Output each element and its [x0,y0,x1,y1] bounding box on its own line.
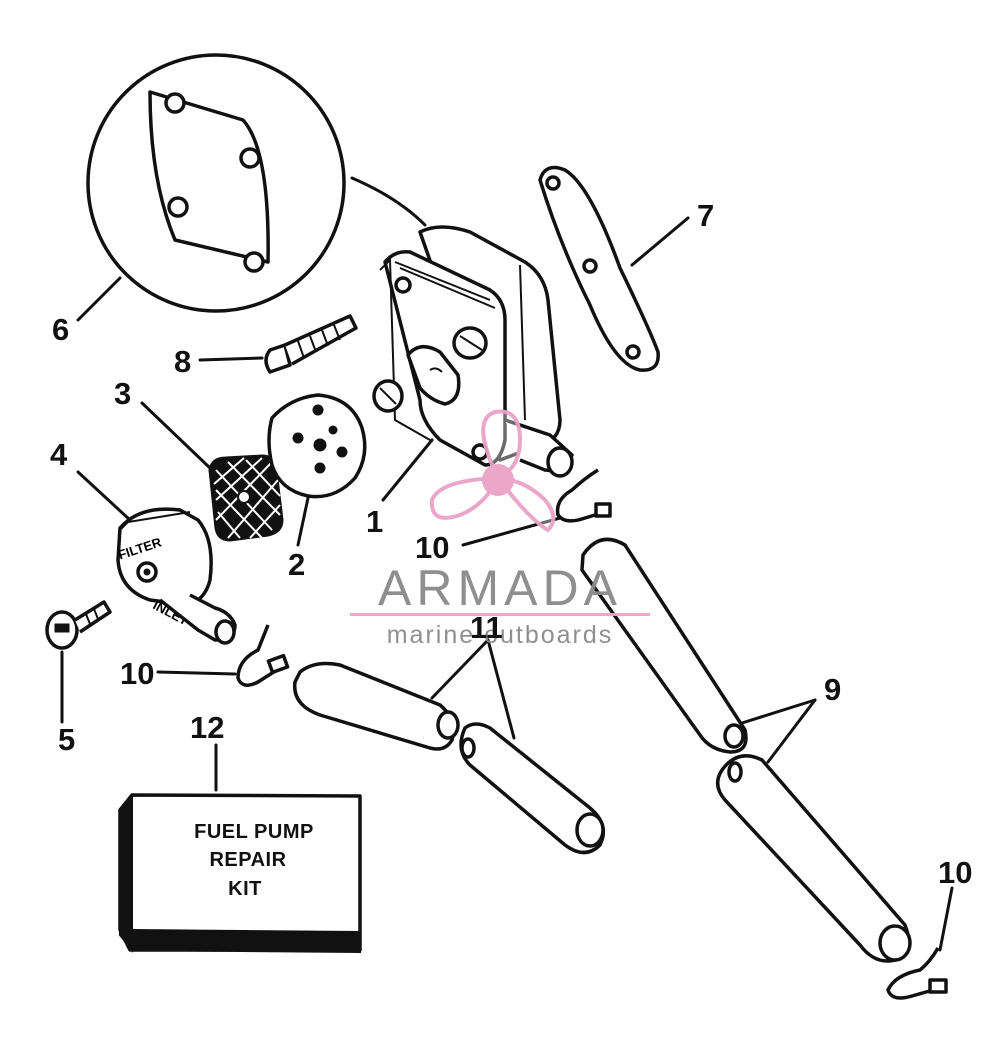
watermark-brand: ARMADA [378,560,622,616]
hose-short-part-11-a [292,661,460,751]
callout-8: 8 [174,344,191,379]
callout-10-lower: 10 [938,855,972,890]
kit-label-line3: KIT [228,878,262,900]
callout-11: 11 [470,610,503,645]
callout-9: 9 [824,672,841,707]
callout-numbers: 6 8 3 4 2 1 7 5 10 10 10 12 11 9 [50,198,972,890]
hose-clamp-part-10-lower [886,947,948,1000]
propeller-logo-icon [429,409,556,533]
screw-part-8 [264,314,358,374]
fuel-pump-body-part-1 [372,225,574,478]
gasket-inset-part-6 [86,53,427,313]
kit-label-line2: REPAIR [209,849,286,871]
callout-2: 2 [288,547,305,582]
hose-long-part-9-a [580,537,748,754]
kit-label-line1: FUEL PUMP [194,821,314,843]
callout-7: 7 [697,198,714,233]
hose-clamp-part-10-left [236,624,290,687]
filter-cover-part-4: FILTER INLET [116,507,237,645]
callout-1: 1 [366,504,383,539]
callout-4: 4 [50,437,68,472]
callout-6: 6 [52,312,69,347]
callout-10-left: 10 [120,656,154,691]
callout-12: 12 [190,710,224,745]
small-screw-part-5 [45,600,112,650]
hose-short-part-11-b [459,722,606,855]
callout-5: 5 [58,722,75,757]
filter-screen-part-3 [208,454,284,542]
diaphragm-plate-part-2 [267,393,367,499]
callout-3: 3 [114,376,131,411]
hose-long-part-9-b [715,754,912,963]
mounting-plate-part-7 [538,165,660,372]
hose-clamp-part-10-upper [555,468,612,523]
leader-lines [60,216,954,952]
repair-kit-box-part-12: FUEL PUMP REPAIR KIT [118,793,362,954]
callout-10-upper: 10 [415,530,449,565]
armada-watermark: ARMADA marine outboards [350,409,650,649]
watermark-tagline: marine outboards [387,621,614,649]
